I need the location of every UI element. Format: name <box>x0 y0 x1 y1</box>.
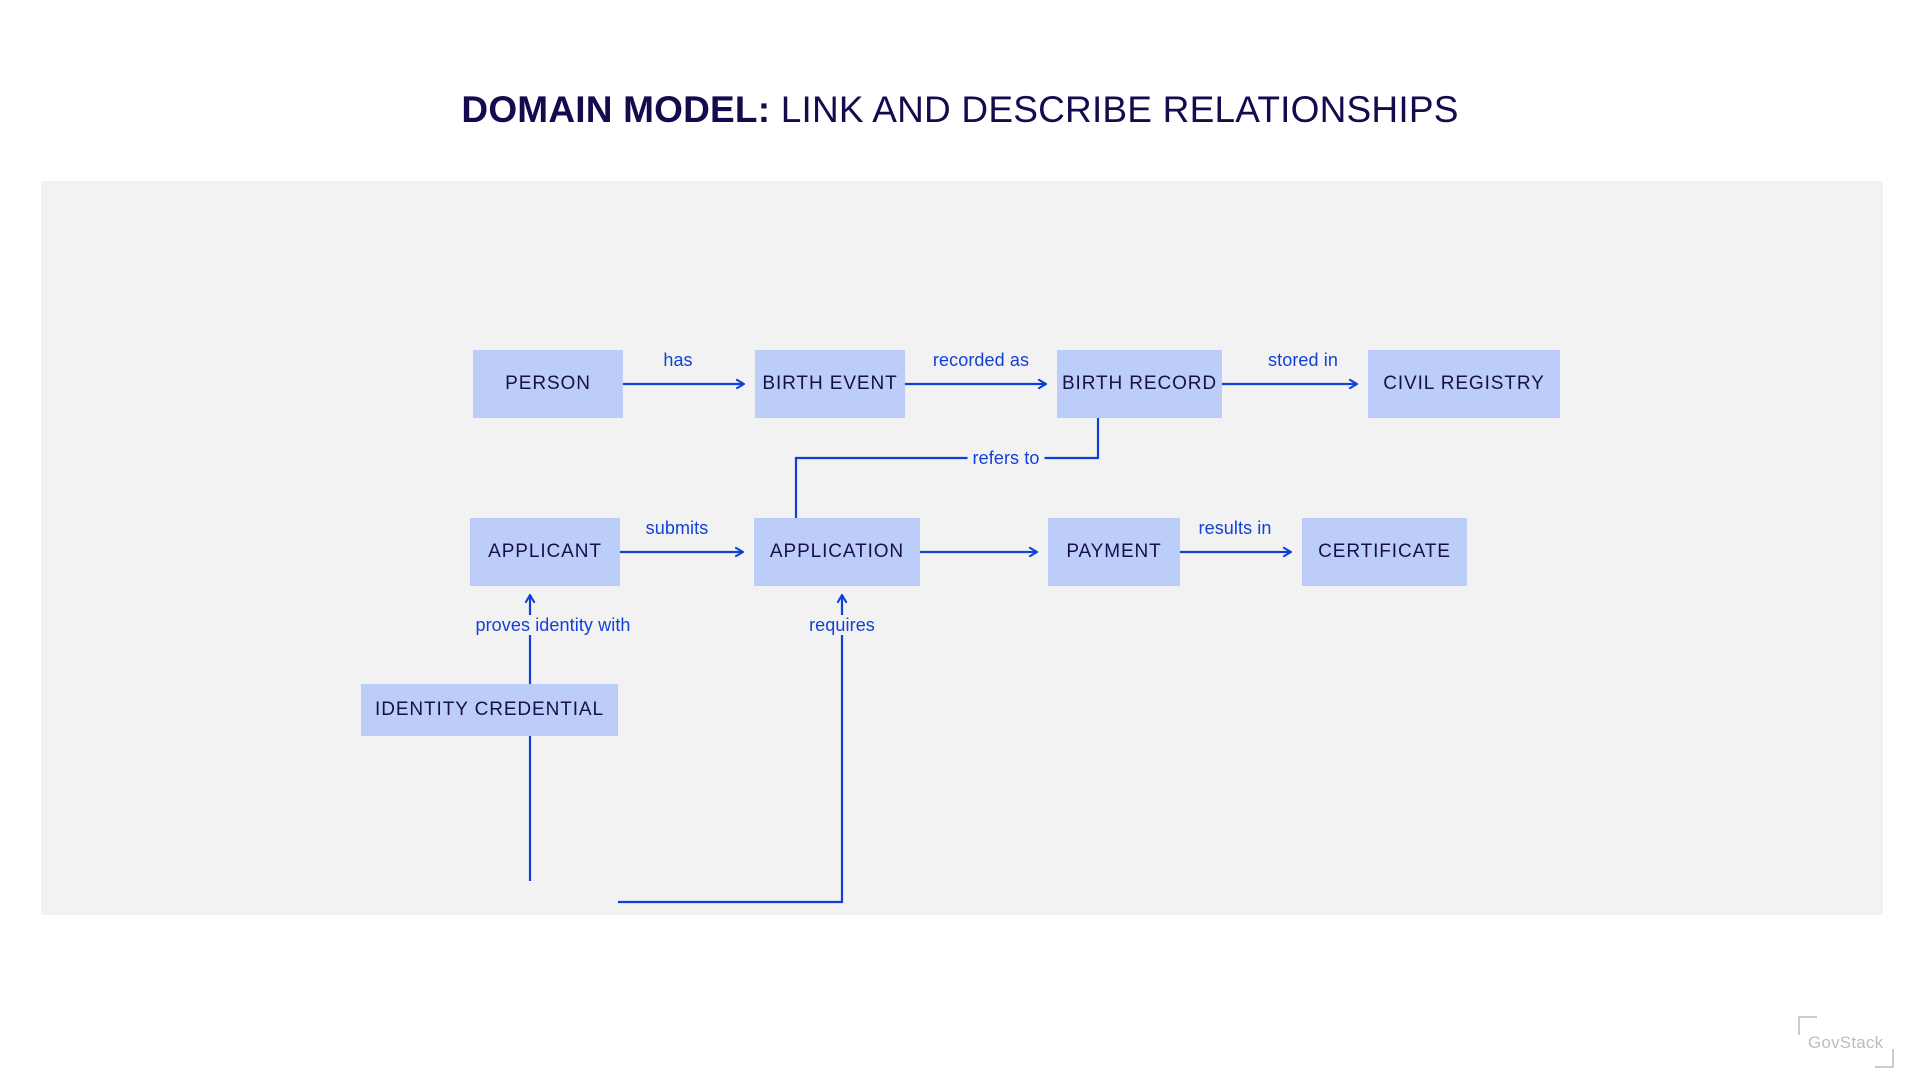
edge-label-requires: requires <box>804 615 880 635</box>
node-payment[interactable]: PAYMENT <box>1048 518 1180 586</box>
edge-label-submits: submits <box>645 518 709 538</box>
edge-label-proves-identity-with: proves identity with <box>470 615 636 635</box>
node-identity-credential[interactable]: IDENTITY CREDENTIAL <box>361 684 618 736</box>
node-certificate-label: CERTIFICATE <box>1318 541 1451 562</box>
edge-label-has: has <box>663 350 693 370</box>
edge-label-recorded-as: recorded as <box>932 350 1030 370</box>
node-birth-event-label: BIRTH EVENT <box>762 373 898 394</box>
node-birth-event[interactable]: BIRTH EVENT <box>755 350 905 418</box>
node-application[interactable]: APPLICATION <box>754 518 920 586</box>
logo-bracket-bottom-right-icon <box>1875 1049 1894 1068</box>
node-civil-registry[interactable]: CIVIL REGISTRY <box>1368 350 1560 418</box>
edge-identity-credential-requires-application <box>618 593 848 904</box>
node-applicant-label: APPLICANT <box>488 541 602 562</box>
node-applicant[interactable]: APPLICANT <box>470 518 620 586</box>
logo-wordmark: GovStack <box>1808 1033 1884 1052</box>
edge-label-results-in: results in <box>1198 518 1272 538</box>
page-title-suffix: LINK AND DESCRIBE RELATIONSHIPS <box>770 89 1459 130</box>
edge-label-refers-to: refers to <box>967 448 1045 468</box>
node-civil-registry-label: CIVIL REGISTRY <box>1383 373 1545 394</box>
node-person-label: PERSON <box>505 373 591 394</box>
logo-bracket-top-left-icon <box>1798 1016 1817 1035</box>
diagram-panel: PERSON BIRTH EVENT BIRTH RECORD CIVIL RE… <box>41 181 1883 915</box>
edge-application-refers-to-birth-record <box>794 404 1104 518</box>
node-person[interactable]: PERSON <box>473 350 623 418</box>
node-birth-record-label: BIRTH RECORD <box>1061 373 1218 394</box>
node-certificate[interactable]: CERTIFICATE <box>1302 518 1467 586</box>
node-identity-credential-label: IDENTITY CREDENTIAL <box>375 699 604 720</box>
page-title-prefix: DOMAIN MODEL: <box>461 89 771 130</box>
node-application-label: APPLICATION <box>769 541 905 562</box>
node-birth-record[interactable]: BIRTH RECORD <box>1057 350 1222 418</box>
node-payment-label: PAYMENT <box>1066 541 1162 562</box>
diagram-connector-layer <box>524 378 1359 904</box>
edge-label-stored-in: stored in <box>1268 350 1338 370</box>
govstack-logo: GovStack <box>1798 1016 1894 1068</box>
page-title: DOMAIN MODEL: LINK AND DESCRIBE RELATION… <box>0 88 1920 132</box>
